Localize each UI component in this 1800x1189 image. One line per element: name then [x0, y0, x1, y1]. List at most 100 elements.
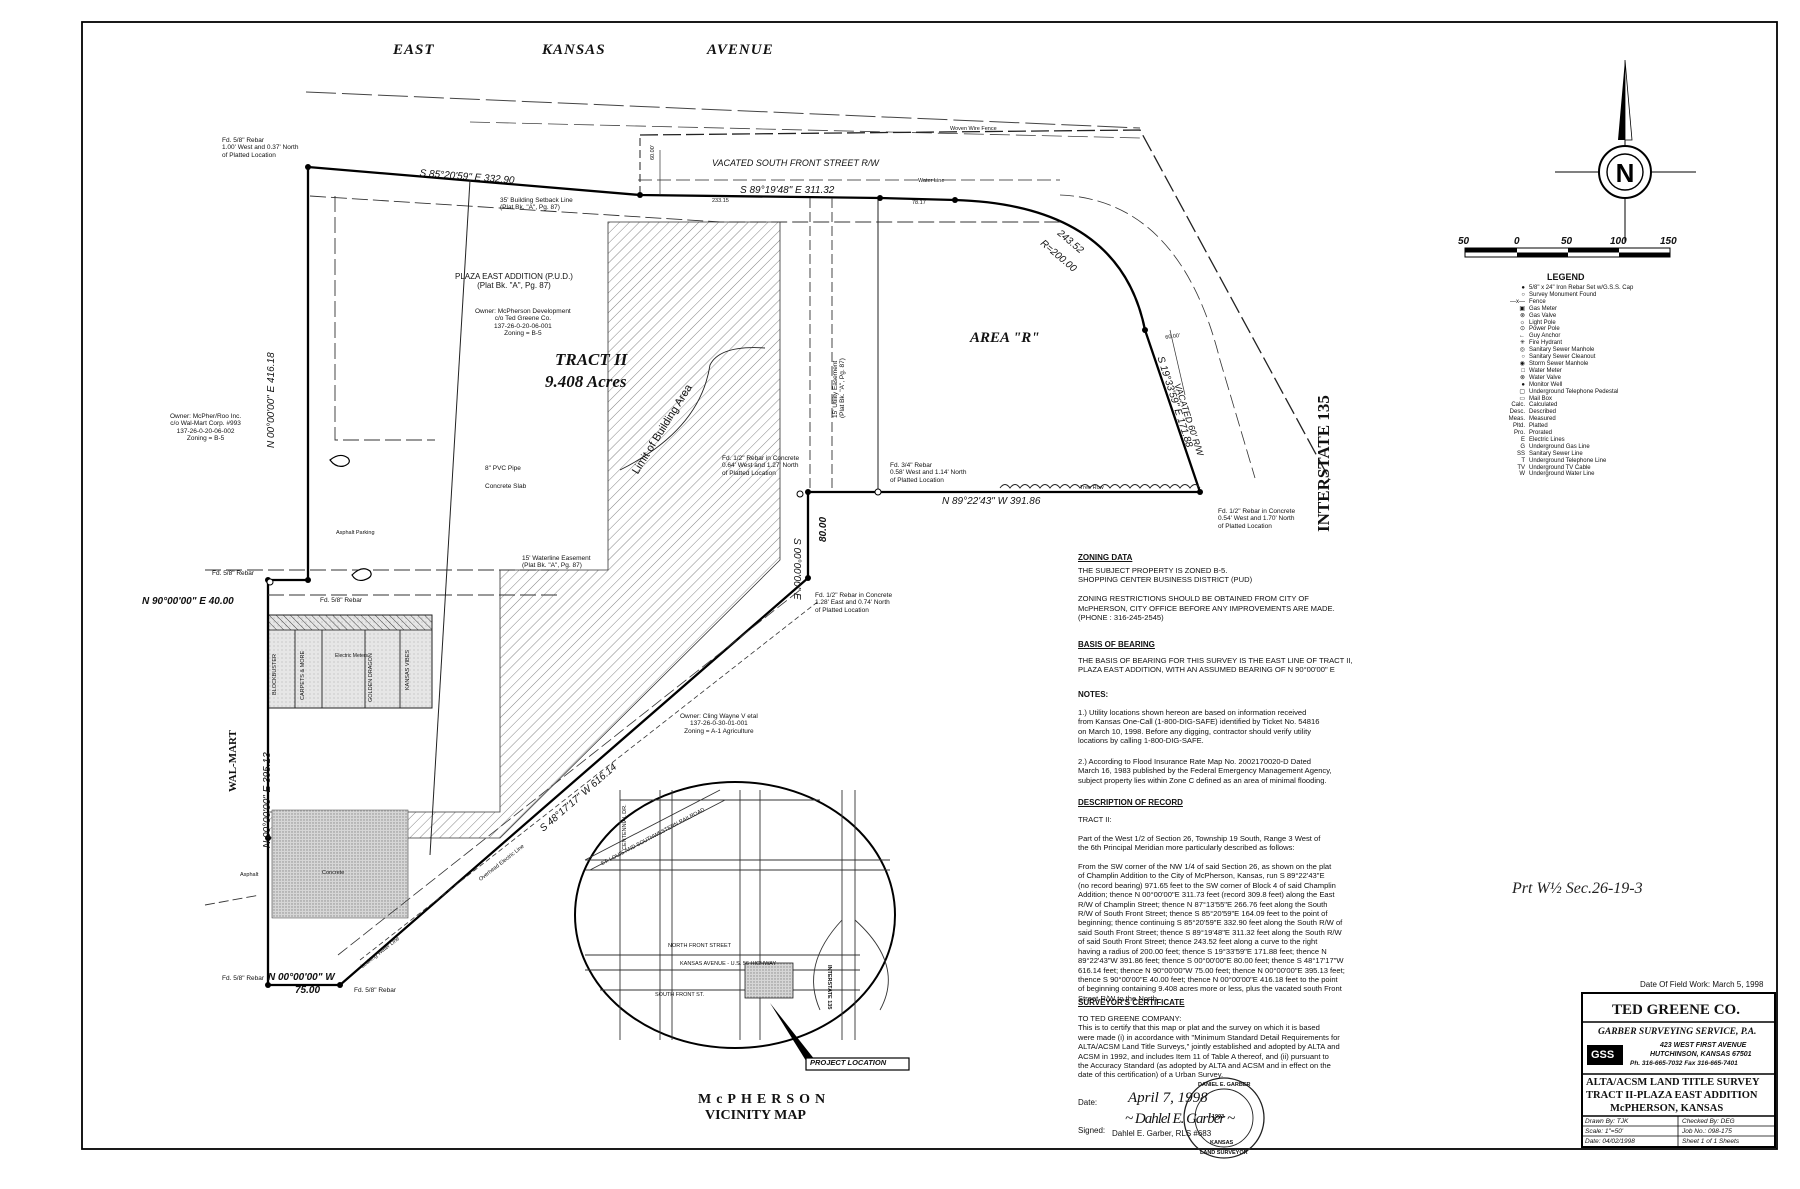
store-label: BLOCKBUSTER [272, 654, 278, 695]
zoning-heading: ZONING DATA [1078, 553, 1133, 562]
survey-point [1197, 489, 1203, 495]
legend-item: ▢Underground Telephone Pedestal [1503, 389, 1633, 396]
tree-row-note: Tree Row [1080, 485, 1104, 491]
survey-title: TRACT II-PLAZA EAST ADDITION [1586, 1090, 1758, 1101]
store-label: Electric Meters [335, 653, 369, 659]
pvc-note: 8" PVC Pipe [485, 465, 521, 472]
store-label: GOLDEN DRAGON [368, 653, 374, 702]
description-text: TRACT II: Part of the West 1/2 of Sectio… [1078, 815, 1345, 1003]
legend-label: Guy Anchor [1529, 333, 1561, 340]
tract-name: TRACT II [555, 350, 628, 369]
seal-text: DANIEL E. GARBER [1198, 1082, 1251, 1088]
legend-symbol: SS [1516, 450, 1525, 457]
legend-symbol: W [1519, 471, 1525, 478]
legend-label: Underground Telephone Pedestal [1529, 388, 1619, 395]
survey-point [265, 982, 271, 988]
scale-text: Scale: 1"=50' [1585, 1128, 1624, 1135]
legend-symbol: □ [1521, 367, 1525, 374]
legend-item: ◎Sanitary Sewer Manhole [1503, 347, 1633, 354]
sheet-number: Sheet 1 of 1 Sheets [1682, 1138, 1740, 1145]
bearing-label: N 00°00'00" W [268, 972, 335, 983]
tree-row [999, 484, 1201, 489]
legend-label: Monitor Well [1529, 381, 1563, 388]
rebar-note: Fd. 5/8" Rebar [212, 570, 255, 577]
vicinity-map-border [574, 781, 896, 1049]
legend-label: Underground TV Cable [1529, 464, 1591, 471]
rebar-note: Fd. 5/8" Rebar [222, 975, 265, 982]
street-label: EAST [393, 42, 435, 58]
rebar-note: Fd. 5/8" Rebar [320, 597, 363, 604]
legend-symbol: ☼ [1519, 319, 1526, 326]
job-number: Job No.: 098-175 [1682, 1128, 1732, 1135]
title-block-frame [1581, 992, 1776, 1148]
stores-dark-band [267, 614, 433, 631]
legend-label: Sanitary Sewer Manhole [1529, 347, 1595, 354]
asphalt-note: Asphalt [240, 872, 259, 878]
north-arrow-icon: N [1555, 59, 1696, 242]
concrete-area [271, 809, 409, 919]
seal-text: LAND SURVEYOR [1200, 1150, 1248, 1156]
notes-heading: NOTES: [1078, 690, 1109, 699]
legend-item: Meas.Measured [1503, 416, 1633, 423]
surveyor-seal [1183, 1077, 1265, 1159]
checked-by: Checked By: DEG [1682, 1118, 1735, 1125]
legend-item: —x—Fence [1503, 299, 1633, 306]
firm-logo: GSS [1591, 1049, 1615, 1061]
survey-point [305, 164, 311, 170]
legend-item: ⊙Power Pole [1503, 326, 1633, 333]
legend-symbol: ● [1521, 285, 1525, 291]
legend-label: Storm Sewer Manhole [1529, 360, 1589, 367]
survey-point [805, 489, 811, 495]
legend-symbol: Calc. [1511, 402, 1525, 409]
legend-symbol: ✳ [1519, 340, 1525, 347]
gss-logo [1587, 1045, 1623, 1065]
project-label-box [805, 1057, 910, 1071]
client-name: TED GREENE CO. [1612, 1002, 1740, 1018]
legend-title: LEGEND [1547, 272, 1585, 282]
survey-point [805, 575, 811, 581]
survey-point [305, 577, 311, 583]
legend-symbol: Pltd. [1512, 423, 1525, 430]
boundary-curve [954, 198, 1147, 331]
street-label: NORTH FRONT STREET [668, 943, 732, 949]
survey-point [877, 195, 883, 201]
legend-label: Gas Meter [1529, 305, 1558, 312]
legend-item: ●5/8" x 24" Iron Rebar Set w/G.S.S. Cap [1503, 285, 1633, 292]
legend-label: Mail Box [1529, 395, 1553, 402]
legend-label: Fire Hydrant [1529, 340, 1563, 347]
bearing-label: N 00°00'00" E 395.13 [262, 752, 273, 848]
tract-acres: 9.408 Acres [545, 372, 627, 391]
field-work-date: Date Of Field Work: March 5, 1998 [1640, 980, 1764, 989]
project-location-label: PROJECT LOCATION [810, 1058, 887, 1067]
legend-label: Prorated [1529, 430, 1553, 437]
legend-label: Water Meter [1529, 367, 1562, 374]
survey-point [265, 835, 271, 841]
description-heading: DESCRIPTION OF RECORD [1078, 798, 1183, 807]
survey-title: McPHERSON, KANSAS [1610, 1103, 1724, 1114]
bearing-label: S 00°00'00" E [791, 538, 802, 600]
bearing-heading: BASIS OF BEARING [1078, 640, 1155, 649]
legend: ●5/8" x 24" Iron Rebar Set w/G.S.S. Cap○… [1503, 285, 1634, 478]
store-label: CARPETS & MORE [300, 650, 306, 700]
interstate-label: INTERSTATE 135 [1314, 395, 1333, 532]
legend-symbol: T [1521, 457, 1525, 464]
street-label: SOUTH FRONT ST. [655, 992, 705, 998]
seal-text: 1993 [1212, 1114, 1225, 1120]
project-site [744, 962, 794, 999]
boundary-line [307, 165, 956, 202]
legend-item: ▣Gas Meter [1503, 306, 1633, 313]
scale-label: 50 [1561, 236, 1573, 247]
zoning-text: THE SUBJECT PROPERTY IS ZONED B-5. SHOPP… [1078, 566, 1335, 623]
legend-symbol: TV [1517, 464, 1525, 471]
legend-symbol: Desc. [1509, 409, 1525, 416]
scale-label: 50 [1458, 236, 1470, 247]
legend-item: ○Survey Monument Found [1503, 292, 1633, 299]
vicinity-title: McPHERSON [698, 1092, 831, 1107]
firm-name: GARBER SURVEYING SERVICE, P.A. [1598, 1027, 1757, 1037]
